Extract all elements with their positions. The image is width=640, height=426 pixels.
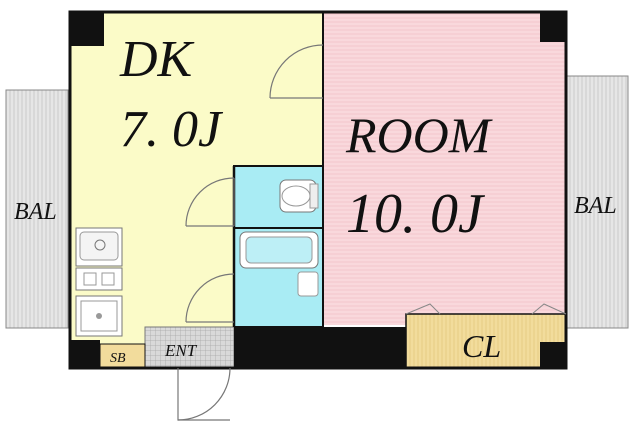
stove xyxy=(75,267,123,291)
closet-doors xyxy=(405,303,567,315)
doors xyxy=(177,44,324,421)
balcony-left-label: BAL xyxy=(14,199,57,225)
room-area xyxy=(323,12,566,325)
room-size-label: 10. 0J xyxy=(346,183,486,245)
balcony-right-label: BAL xyxy=(574,193,617,219)
shoe-box-area xyxy=(99,343,146,369)
washer xyxy=(75,295,123,337)
balcony-right: BAL xyxy=(565,75,629,329)
dk-label: DK xyxy=(119,31,195,88)
entrance-label: ENT xyxy=(164,341,198,360)
closet-label: CL xyxy=(462,328,501,364)
toilet-fixture xyxy=(279,179,319,213)
bathtub xyxy=(239,231,319,297)
room-label: ROOM xyxy=(345,107,493,163)
kitchen-sink xyxy=(75,227,123,267)
shoe-box-label: SB xyxy=(110,351,126,366)
dk-size-label: 7. 0J xyxy=(120,101,224,158)
walls xyxy=(68,10,568,370)
balcony-left: BAL xyxy=(5,89,69,329)
